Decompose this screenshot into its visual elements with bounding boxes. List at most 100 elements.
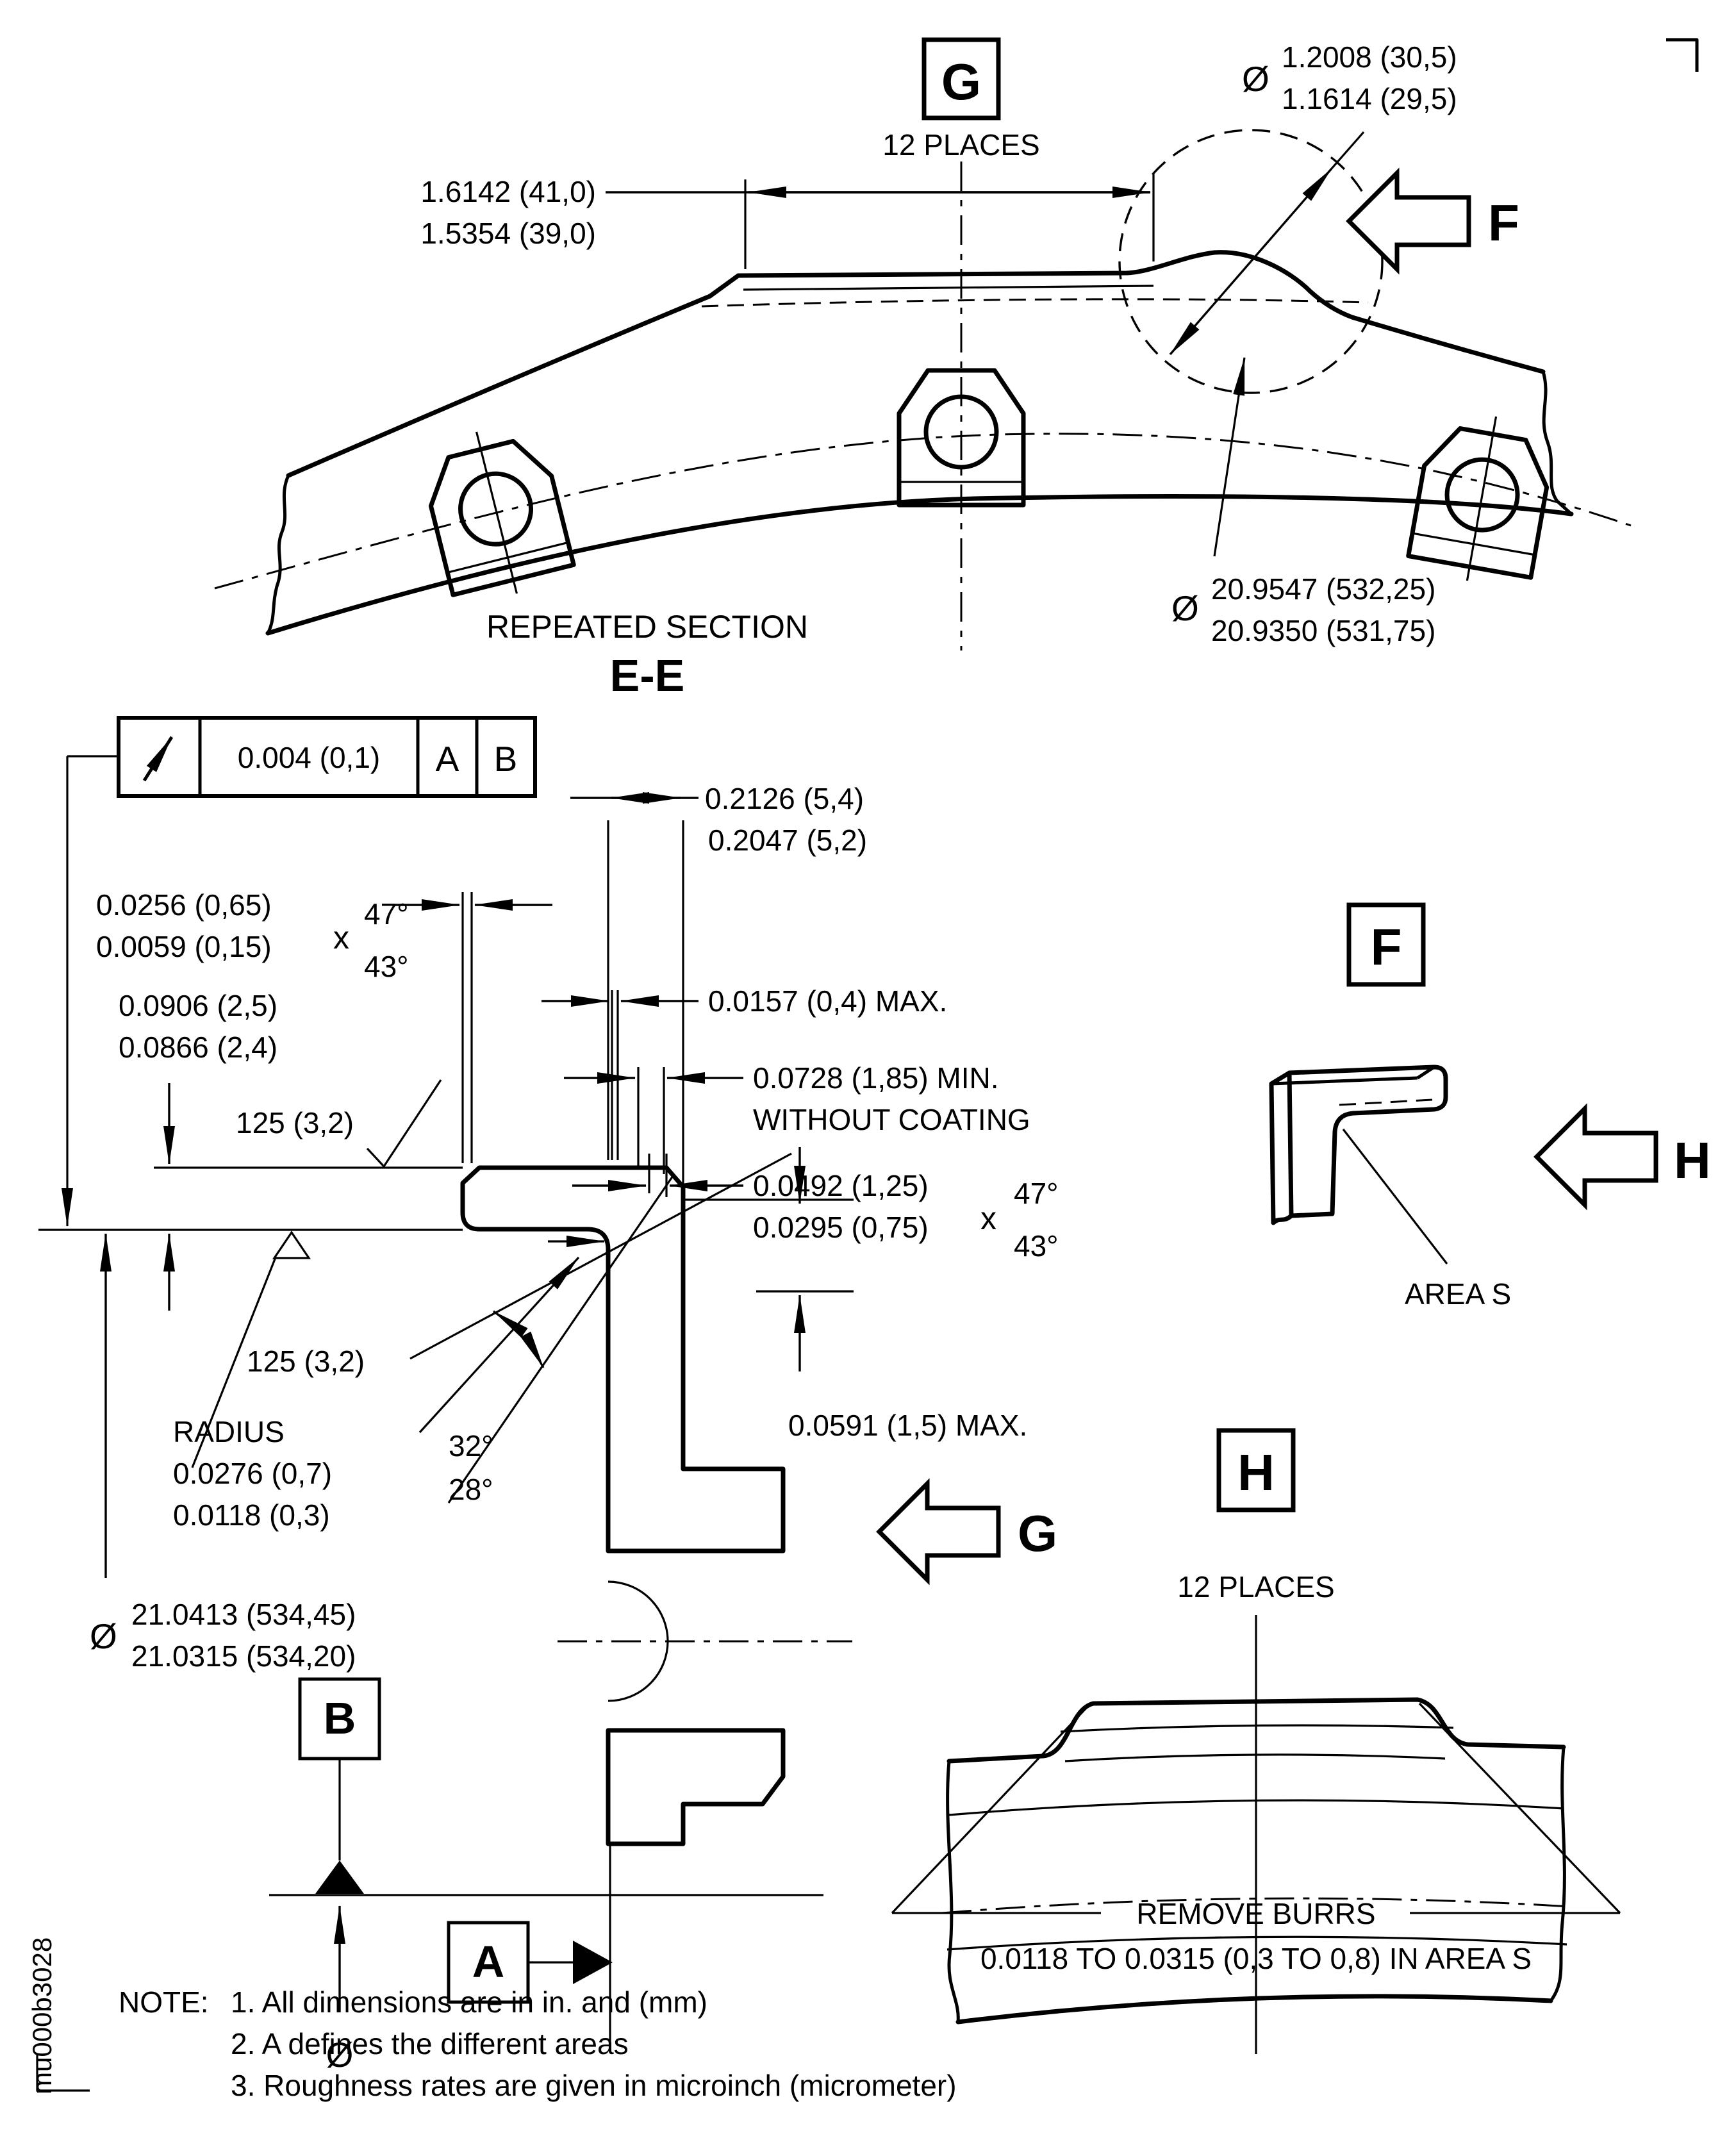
mount-boss-center xyxy=(897,368,1026,508)
datum-b-triangle-icon xyxy=(315,1860,364,1894)
remove-burrs-label: REMOVE BURRS xyxy=(1136,1897,1375,1930)
radius-label: RADIUS xyxy=(173,1415,285,1448)
dia-leader xyxy=(1330,131,1365,170)
mount-boss-right xyxy=(1406,416,1550,581)
dia-arrow-upper xyxy=(1250,167,1333,263)
mount-boss-left xyxy=(428,431,576,597)
view-arrow-h-label: H xyxy=(1674,1132,1711,1189)
flag-f-label: F xyxy=(1371,918,1402,975)
flag-box-h xyxy=(1216,1428,1296,1512)
dim-0728-line1: 0.0728 (1,85) MIN. xyxy=(753,1061,999,1095)
width-dim-line2: 1.5354 (39,0) xyxy=(420,217,596,250)
datum-a-triangle-icon xyxy=(573,1941,613,1984)
dia-large-symbol: Ø xyxy=(1171,588,1199,628)
flag-h-label: H xyxy=(1237,1444,1275,1501)
flag-box-g xyxy=(922,37,1001,120)
angle-arc xyxy=(493,1310,545,1368)
lug-top-edge xyxy=(947,1697,1566,1764)
corner-part-front xyxy=(1287,1064,1448,1218)
chamfer1-x: x xyxy=(333,920,349,956)
dim-0212-line1: 0.2126 (5,4) xyxy=(705,782,864,815)
chamfer2-x: x xyxy=(980,1200,996,1236)
dia-small-line1: 1.2008 (30,5) xyxy=(1282,40,1457,74)
feature-control-frame: 0.004 (0,1) A B xyxy=(62,716,537,1227)
flag-box-f xyxy=(1346,902,1426,987)
pad-root-hidden-line xyxy=(701,298,1369,308)
top-view-ring-segment xyxy=(214,129,1632,650)
note-item-2: 2. A defines the different areas xyxy=(231,2027,629,2060)
h-places-label: 12 PLACES xyxy=(1177,1570,1334,1603)
corner-part-side xyxy=(1269,1070,1294,1225)
chamfer2-line1: 0.0492 (1,25) xyxy=(753,1169,929,1202)
fcf-datum2: B xyxy=(494,739,518,779)
view-arrow-g-icon xyxy=(876,1478,1001,1586)
width-dim-line1: 1.6142 (41,0) xyxy=(420,175,596,208)
ring-outer-edge xyxy=(286,250,1546,478)
dia-large-leader xyxy=(1213,357,1246,557)
fcf-datum1: A xyxy=(436,739,459,779)
dia-large-line1: 20.9547 (532,25) xyxy=(1211,572,1435,606)
fcf-tolerance: 0.004 (0,1) xyxy=(238,741,380,774)
dim-0906-line1: 0.0906 (2,5) xyxy=(119,989,277,1022)
lug-right-edge xyxy=(1549,1746,1566,2002)
angle-32: 32° xyxy=(449,1429,493,1462)
page-corner-mark-bottom-left xyxy=(36,2054,90,2092)
remove-burrs-spec: 0.0118 TO 0.0315 (0,3 TO 0,8) IN AREA S xyxy=(980,1942,1532,1975)
dia-small-symbol: Ø xyxy=(1242,59,1269,99)
datum-a-label: A xyxy=(472,1937,505,1987)
top-view-callouts: G 12 PLACES Ø 1.2008 (30,5) 1.1614 (29,5… xyxy=(420,37,1519,700)
chamfer2-a2: 43° xyxy=(1014,1229,1059,1263)
chamfer1-line2: 0.0059 (0,15) xyxy=(96,930,272,963)
view-arrow-h-icon xyxy=(1533,1103,1658,1211)
section-id: E-E xyxy=(610,650,685,700)
lug-left-edge xyxy=(946,1760,960,2023)
radius-leader-1 xyxy=(418,1256,580,1434)
chamfer1-a2: 43° xyxy=(364,950,409,983)
dia-small-line2: 1.1614 (29,5) xyxy=(1282,82,1457,115)
view-arrow-f-icon xyxy=(1346,167,1471,275)
roughness-lower-label: 125 (3,2) xyxy=(247,1345,365,1378)
lug-bottom-edge xyxy=(955,1994,1553,2025)
flag-g-label: G xyxy=(941,53,981,110)
h-detail: H 12 PLACES REMOVE BURRS 0.0118 TO 0.031… xyxy=(891,1428,1621,2054)
notes-block: NOTE: 1. All dimensions are in in. and (… xyxy=(119,1985,957,2102)
chamfer2-line2: 0.0295 (0,75) xyxy=(753,1211,929,1244)
roughness-upper-label: 125 (3,2) xyxy=(236,1106,354,1139)
part-upper-region xyxy=(460,1165,786,1553)
dia-bore-symbol: Ø xyxy=(90,1616,117,1656)
pad-edge-line xyxy=(743,285,1154,291)
part-lower-region xyxy=(606,1728,786,1846)
note-label: NOTE: xyxy=(119,1985,209,2019)
left-break-edge xyxy=(266,474,290,634)
datum-a-box xyxy=(447,1921,530,2004)
radius-line1: 0.0276 (0,7) xyxy=(173,1457,332,1490)
dia-bore-line2: 21.0315 (534,20) xyxy=(131,1639,356,1673)
section-dimensions: 0.2126 (5,4) 0.2047 (5,2) 0.0256 (0,65) … xyxy=(90,782,1059,2075)
g-places-label: 12 PLACES xyxy=(882,128,1039,162)
right-break-edge xyxy=(1541,371,1573,515)
runout-symbol-icon xyxy=(142,736,174,782)
dim-0212-line2: 0.2047 (5,2) xyxy=(708,824,867,857)
area-s-label: AREA S xyxy=(1405,1277,1511,1311)
fcf-box xyxy=(117,716,537,798)
roughness-symbol-upper-icon xyxy=(366,1079,442,1168)
note-item-1: 1. All dimensions are in in. and (mm) xyxy=(231,1985,707,2019)
page-corner-mark-top-right xyxy=(1666,38,1699,72)
datum-b-box xyxy=(298,1677,381,1760)
angle-28: 28° xyxy=(449,1473,493,1506)
roughness-symbol-lower-icon xyxy=(272,1230,311,1259)
dia-arrow-lower xyxy=(1169,260,1252,356)
datum-b-label: B xyxy=(324,1693,356,1743)
radius-line2: 0.0118 (0,3) xyxy=(173,1498,330,1532)
dim-0157: 0.0157 (0,4) MAX. xyxy=(708,984,947,1018)
chamfer2-a1: 47° xyxy=(1014,1177,1059,1210)
view-arrow-g-label: G xyxy=(1018,1505,1057,1562)
dim-0906-line2: 0.0866 (2,4) xyxy=(119,1031,277,1064)
dia-large-line2: 20.9350 (531,75) xyxy=(1211,614,1435,647)
area-s-leader xyxy=(1342,1129,1448,1264)
dia-symbol-bottom: Ø xyxy=(326,2035,354,2075)
dim-0591: 0.0591 (1,5) MAX. xyxy=(788,1409,1027,1442)
section-title: REPEATED SECTION xyxy=(486,609,808,645)
document-id: mu000b3028 xyxy=(27,1937,57,2094)
